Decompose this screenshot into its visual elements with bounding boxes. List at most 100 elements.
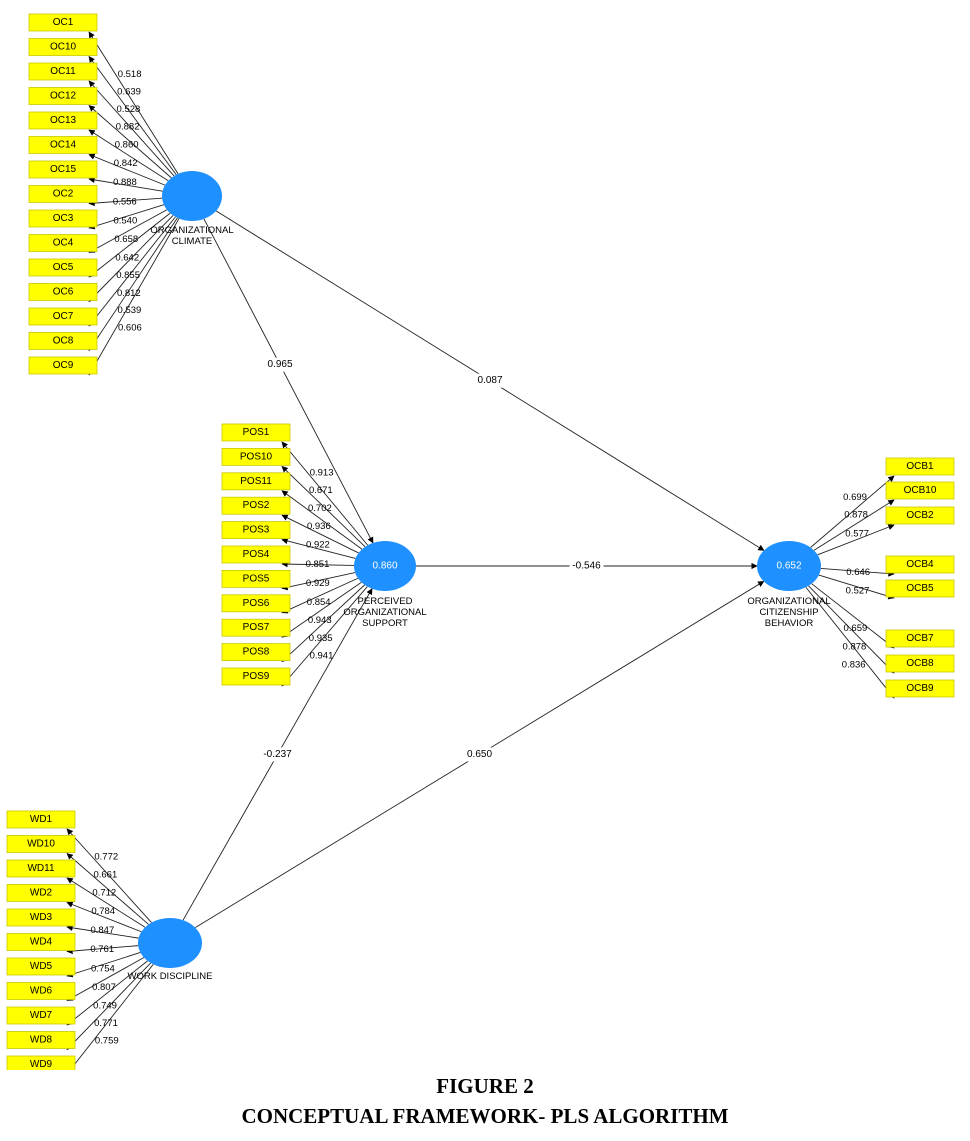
indicator-box bbox=[28, 136, 98, 154]
indicator-label: POS1 bbox=[243, 427, 270, 438]
indicator-label: OC6 bbox=[53, 287, 74, 298]
latent-label: ORGANIZATIONAL bbox=[747, 596, 830, 607]
loading-value: 0.878 bbox=[843, 641, 867, 652]
r-squared-value: 0.860 bbox=[372, 561, 397, 572]
indicator-box bbox=[28, 209, 98, 228]
indicator-oc5: OC5 bbox=[28, 258, 98, 277]
loading-arrow bbox=[805, 586, 895, 699]
indicator-label: OCB5 bbox=[906, 583, 934, 594]
loading-arrow bbox=[281, 490, 363, 550]
loading-arrow bbox=[808, 585, 895, 674]
indicator-box bbox=[221, 594, 291, 613]
loading-arrow bbox=[281, 584, 365, 663]
indicator-label: WD5 bbox=[30, 961, 53, 972]
loading-value: 0.642 bbox=[115, 252, 139, 263]
indicator-label: WD10 bbox=[27, 839, 55, 850]
indicator-box bbox=[28, 38, 98, 56]
indicator-boxes: OC1OC10OC11OC12OC13OC14OC15OC2OC3OC4OC5O… bbox=[6, 13, 955, 1070]
loading-arrow bbox=[66, 960, 148, 1026]
indicator-label: POS9 bbox=[243, 671, 270, 682]
indicator-box bbox=[221, 618, 291, 637]
loading-value: 0.749 bbox=[93, 1000, 117, 1011]
loading-value: 0.556 bbox=[113, 196, 137, 207]
indicator-label: OCB7 bbox=[906, 633, 934, 644]
pls-path-diagram: OC1OC10OC11OC12OC13OC14OC15OC2OC3OC4OC5O… bbox=[6, 13, 955, 1070]
coef-bg bbox=[462, 747, 497, 762]
path-oc-pos bbox=[203, 218, 374, 544]
loading-value: 0.658 bbox=[114, 234, 138, 245]
loading-value: 0.888 bbox=[113, 177, 137, 188]
indicator-pos10: POS10 bbox=[221, 447, 291, 466]
loading-value: 0.922 bbox=[306, 540, 330, 551]
indicator-oc8: OC8 bbox=[28, 332, 98, 350]
indicator-box bbox=[885, 654, 955, 673]
loading-value: 0.807 bbox=[92, 982, 116, 993]
loading-value: 0.699 bbox=[843, 492, 867, 503]
latent-label: CLIMATE bbox=[172, 236, 212, 247]
indicator-wd5: WD5 bbox=[6, 957, 76, 976]
indicator-ocb1: OCB1 bbox=[885, 457, 955, 476]
loading-arrow bbox=[811, 583, 895, 649]
indicator-box bbox=[28, 13, 98, 32]
indicator-box bbox=[6, 884, 76, 902]
indicator-box bbox=[6, 957, 76, 976]
indicator-box bbox=[885, 579, 955, 598]
indicator-label: POS5 bbox=[243, 573, 270, 584]
indicator-box bbox=[221, 545, 291, 564]
indicator-label: WD2 bbox=[30, 888, 53, 899]
indicator-oc12: OC12 bbox=[28, 87, 98, 105]
loading-arrow bbox=[66, 924, 139, 939]
indicator-box bbox=[28, 160, 98, 179]
loading-value: 0.518 bbox=[118, 69, 142, 80]
indicator-label: WD7 bbox=[30, 1010, 53, 1021]
loading-arrow bbox=[810, 475, 895, 548]
indicator-pos2: POS2 bbox=[221, 496, 291, 515]
indicator-box bbox=[885, 457, 955, 476]
loading-value: 0.639 bbox=[117, 86, 141, 97]
coefficient-labels: 0.5180.6390.5280.8820.8600.8420.8880.556… bbox=[90, 69, 870, 1047]
loading-value: 0.771 bbox=[94, 1018, 118, 1029]
loading-arrow bbox=[66, 952, 141, 978]
latent-label: ORGANIZATIONAL bbox=[343, 607, 426, 618]
indicator-oc2: OC2 bbox=[28, 185, 98, 203]
r-squared-value: 0.652 bbox=[776, 561, 801, 572]
indicator-box bbox=[885, 679, 955, 698]
indicator-box bbox=[885, 506, 955, 525]
latent-label: WORK DISCIPLINE bbox=[128, 971, 213, 982]
latent-label: ORGANIZATIONAL bbox=[150, 225, 233, 236]
loading-value: 0.761 bbox=[90, 944, 114, 955]
loading-value: 0.851 bbox=[306, 559, 330, 570]
indicator-box bbox=[28, 283, 98, 301]
loading-value: 0.936 bbox=[307, 521, 331, 532]
loading-value: 0.539 bbox=[118, 305, 142, 316]
indicator-label: WD6 bbox=[30, 986, 53, 997]
indicator-label: POS10 bbox=[240, 451, 273, 462]
indicator-box bbox=[6, 1055, 76, 1070]
loading-arrow bbox=[88, 215, 174, 302]
indicator-label: OCB2 bbox=[906, 510, 934, 521]
coef-bg bbox=[569, 559, 604, 573]
indicator-label: WD4 bbox=[30, 937, 53, 948]
indicator-ocb10: OCB10 bbox=[885, 481, 955, 500]
loading-arrow bbox=[88, 80, 175, 177]
loading-arrow bbox=[818, 574, 895, 600]
indicator-oc10: OC10 bbox=[28, 38, 98, 56]
indicator-box bbox=[28, 111, 98, 130]
indicator-oc11: OC11 bbox=[28, 62, 98, 81]
loading-value: 0.855 bbox=[116, 270, 140, 281]
loading-value: 0.929 bbox=[306, 578, 330, 589]
loading-arrow bbox=[88, 212, 171, 278]
loading-arrow bbox=[88, 218, 180, 376]
loading-arrow bbox=[66, 901, 142, 933]
loading-value: 0.878 bbox=[844, 510, 868, 521]
loading-value: 0.540 bbox=[113, 216, 137, 227]
loading-arrow bbox=[88, 153, 166, 186]
indicator-box bbox=[885, 555, 955, 574]
indicator-label: OC8 bbox=[53, 336, 74, 347]
indicator-wd7: WD7 bbox=[6, 1006, 76, 1025]
indicator-wd10: WD10 bbox=[6, 835, 76, 853]
indicator-pos6: POS6 bbox=[221, 594, 291, 613]
indicator-label: OC11 bbox=[50, 66, 76, 77]
loading-value: 0.812 bbox=[117, 288, 141, 299]
